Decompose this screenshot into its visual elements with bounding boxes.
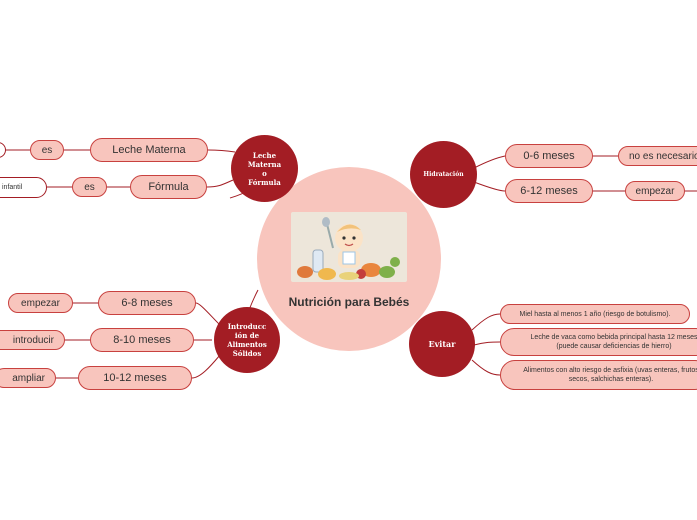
node-6-8-meses[interactable]: 6-8 meses — [98, 291, 196, 315]
topic-hidratacion[interactable]: Hidratación — [410, 141, 477, 208]
node-empezar-solidos[interactable]: empezar — [8, 293, 73, 313]
node-0-6-meses[interactable]: 0-6 meses — [505, 144, 593, 168]
node-8-10-meses[interactable]: 8-10 meses — [90, 328, 194, 352]
node-evitar-leche-de-vaca[interactable]: Leche de vaca como bebida principal hast… — [500, 328, 697, 356]
node-ampliar[interactable]: ampliar — [0, 368, 56, 388]
baby-food-illustration — [291, 212, 407, 282]
node-es-materna[interactable]: es — [30, 140, 64, 160]
topic-leche-materna-o-formula[interactable]: Leche Materna o Fórmula — [231, 135, 298, 202]
node-es-formula[interactable]: es — [72, 177, 107, 197]
node-evitar-miel[interactable]: Miel hasta al menos 1 año (riesgo de bot… — [500, 304, 690, 324]
topic-introduccion-alimentos-solidos[interactable]: Introducc ión de Alimentos Sólidos — [214, 307, 280, 373]
node-no-es-necesario[interactable]: no es necesario — [618, 146, 697, 166]
central-topic-title: Nutrición para Bebés — [288, 295, 410, 309]
node-6-12-meses[interactable]: 6-12 meses — [505, 179, 593, 203]
node-empezar-hidratacion[interactable]: empezar — [625, 181, 685, 201]
node-formula[interactable]: Fórmula — [130, 175, 207, 199]
node-leche-materna[interactable]: Leche Materna — [90, 138, 208, 162]
topic-evitar[interactable]: Evitar — [409, 311, 475, 377]
node-evitar-riesgo-asfixia[interactable]: Alimentos con alto riesgo de asfixia (uv… — [500, 360, 697, 390]
node-introducir[interactable]: introducir — [0, 330, 65, 350]
node-10-12-meses[interactable]: 10-12 meses — [78, 366, 192, 390]
node-formula-infantil[interactable]: infantil — [0, 177, 47, 198]
